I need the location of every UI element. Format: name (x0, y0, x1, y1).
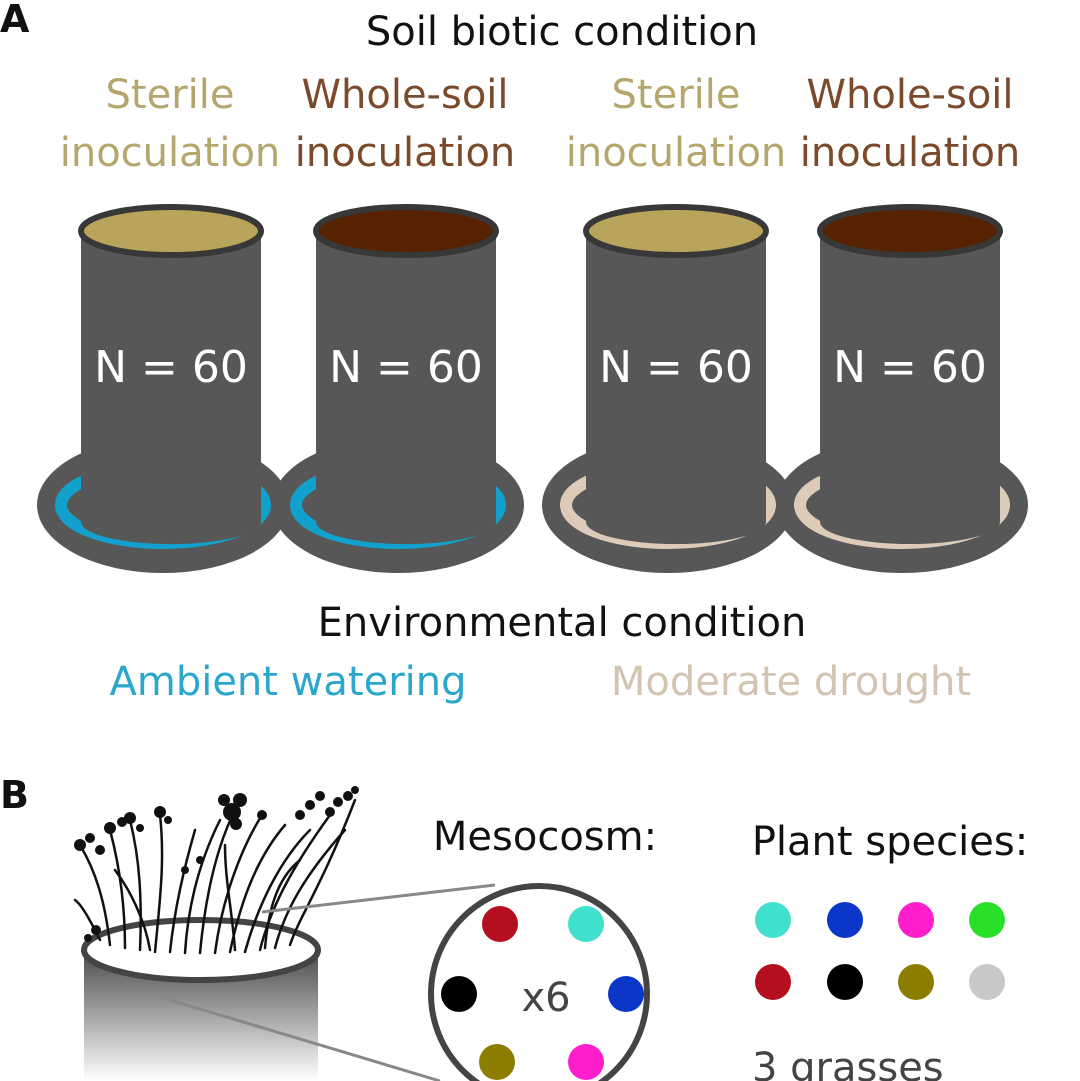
plant-species-title: Plant species: (752, 819, 1028, 865)
col3-label-line2: inoculation (566, 130, 787, 176)
mesocosm-illustration (73, 786, 359, 1081)
pot-3: N = 60 (542, 204, 794, 573)
column-headers: Sterile inoculation Whole-soil inoculati… (60, 72, 1021, 176)
panel-a-letter: A (0, 0, 30, 41)
mesocosm-dot-black (441, 976, 477, 1012)
pot-2-body (316, 231, 496, 522)
col2-label-line1: Whole-soil (301, 72, 508, 118)
pot-4-bottom (820, 500, 1000, 544)
mesocosm-pot-body (84, 950, 318, 1081)
pot-1: N = 60 (37, 204, 289, 573)
mesocosm-title: Mesocosm: (433, 814, 657, 860)
col2-label-line2: inoculation (295, 130, 516, 176)
pot-4-n-label: N = 60 (833, 342, 987, 393)
panel-b-letter: B (0, 773, 29, 817)
mesocosm-dot-olive (479, 1044, 515, 1080)
pot-3-soil-surface (583, 204, 769, 258)
pot-2: N = 60 (272, 204, 524, 573)
mesocosm-dot-magenta (568, 1044, 604, 1080)
col4-label-line2: inoculation (800, 130, 1021, 176)
pot-1-body (81, 231, 261, 522)
mesocosm-multiplier: x6 (521, 975, 570, 1021)
pot-3-n-label: N = 60 (599, 342, 753, 393)
moderate-drought-label: Moderate drought (611, 659, 971, 705)
species-dot-olive (898, 964, 934, 1000)
pot-2-n-label: N = 60 (329, 342, 483, 393)
col3-label-line1: Sterile (612, 72, 741, 118)
ambient-watering-label: Ambient watering (109, 659, 466, 705)
zoom-line-bottom (149, 992, 441, 1081)
species-dot-green (969, 902, 1005, 938)
species-dot-blue (827, 902, 863, 938)
plant-flowers (74, 786, 359, 942)
pot-2-bottom (316, 500, 496, 544)
pot-4-soil-surface (817, 204, 1003, 258)
mesocosm-dot-red (482, 906, 518, 942)
mesocosm-dot-turquoise (568, 906, 604, 942)
pot-3-bottom (586, 500, 766, 544)
pot-3-body (586, 231, 766, 522)
col1-label-line2: inoculation (60, 130, 281, 176)
mesocosm-dot-blue (608, 976, 644, 1012)
species-legend (755, 902, 1005, 1000)
grasses-label: 3 grasses (752, 1045, 944, 1081)
plant-sketch (73, 798, 357, 955)
pot-2-soil-surface (313, 204, 499, 258)
pot-4-body (820, 231, 1000, 522)
pot-1-soil-surface (78, 204, 264, 258)
species-dot-black (827, 964, 863, 1000)
mesocosm-layout: x6 (428, 883, 650, 1081)
pot-4: N = 60 (776, 204, 1028, 573)
species-dot-red (755, 964, 791, 1000)
species-dot-magenta (898, 902, 934, 938)
col1-label-line1: Sterile (106, 72, 235, 118)
soil-biotic-title: Soil biotic condition (366, 9, 758, 55)
species-dot-grey (969, 964, 1005, 1000)
zoom-line-top (261, 883, 496, 914)
pot-1-n-label: N = 60 (94, 342, 248, 393)
environmental-title: Environmental condition (318, 600, 807, 646)
col4-label-line1: Whole-soil (806, 72, 1013, 118)
species-dot-turquoise (755, 902, 791, 938)
pot-1-bottom (81, 500, 261, 544)
